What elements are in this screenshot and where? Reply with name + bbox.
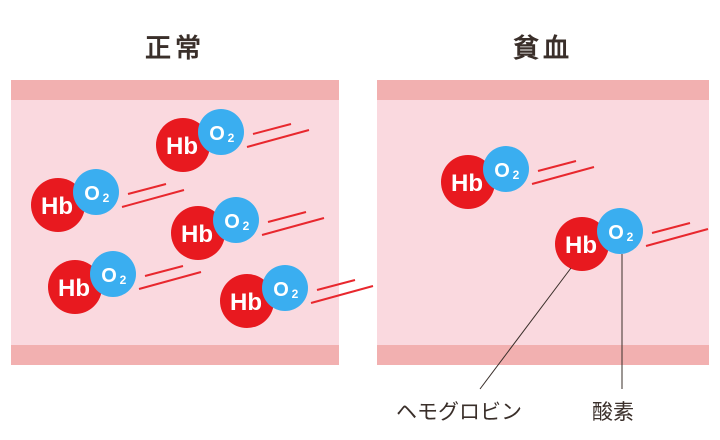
- hemoglobin-leader-line: [479, 267, 572, 390]
- anemia-vessel: [377, 80, 709, 365]
- normal-title: 正常: [144, 34, 205, 64]
- oxygen-label: 酸素: [592, 400, 634, 424]
- anemia-title: 貧血: [512, 34, 573, 64]
- hemoglobin-label: ヘモグロビン: [396, 400, 522, 424]
